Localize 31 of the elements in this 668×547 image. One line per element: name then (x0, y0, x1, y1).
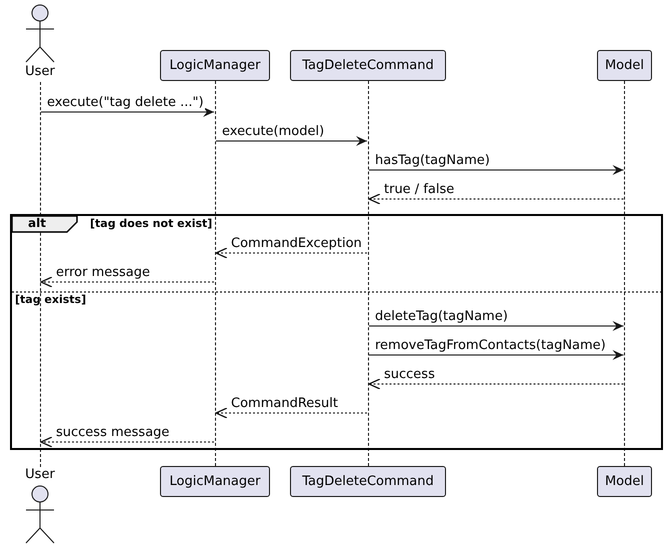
message-label: CommandException (230, 236, 363, 251)
actor-name: User (25, 467, 55, 483)
lifeline (624, 81, 625, 466)
actor-name: User (25, 64, 55, 80)
guard-condition: [tag does not exist] (90, 217, 212, 230)
message-label: execute("tag delete ...") (46, 95, 205, 110)
message-arrow (40, 107, 214, 117)
return-arrow (40, 276, 214, 288)
return-arrow (368, 193, 624, 205)
message-label: hasTag(tagName) (374, 153, 491, 168)
return-arrow (368, 378, 624, 390)
participant-box: Model (597, 466, 652, 497)
return-arrow (215, 247, 368, 259)
participant-box: Model (597, 50, 652, 81)
return-arrow (40, 436, 214, 448)
message-arrow (368, 350, 624, 360)
message-label: execute(model) (221, 124, 326, 139)
message-label: true / false (383, 182, 456, 197)
participant-box: LogicManager (160, 50, 270, 81)
message-arrow (216, 136, 368, 146)
message-arrow (368, 165, 624, 175)
message-arrow (368, 321, 624, 331)
participant-box: TagDeleteCommand (290, 466, 446, 497)
lifeline (214, 81, 216, 466)
participant-box: TagDeleteCommand (290, 50, 446, 81)
message-label: deleteTag(tagName) (374, 309, 509, 324)
return-arrow (215, 407, 368, 419)
message-label: removeTagFromContacts(tagName) (374, 338, 607, 353)
frame-keyword: alt (28, 217, 46, 230)
participant-box: LogicManager (160, 466, 270, 497)
guard-condition: [tag exists] (15, 293, 86, 306)
